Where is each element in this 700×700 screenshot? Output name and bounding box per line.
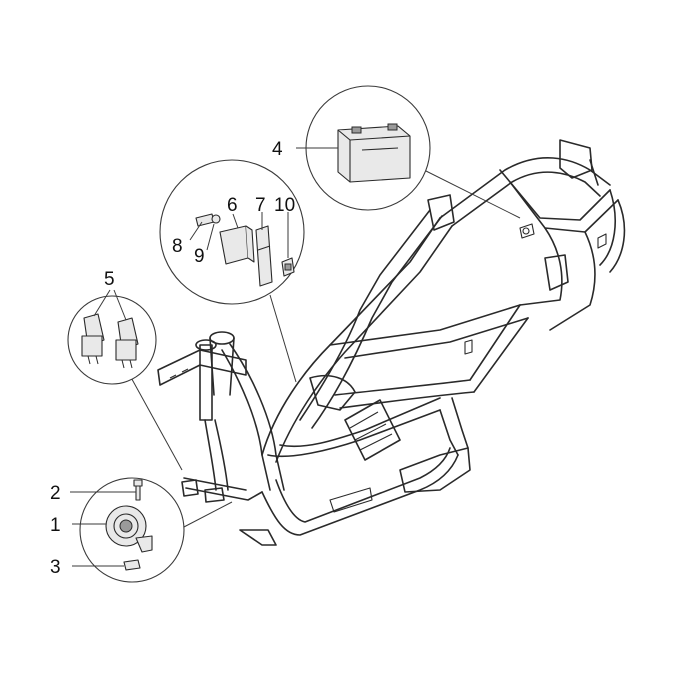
relay-parts (81, 313, 139, 369)
callout-9: 9 (194, 246, 205, 267)
bracket-parts (195, 213, 295, 287)
callout-4: 4 (272, 139, 283, 160)
callout-10: 10 (274, 195, 295, 216)
horn-parts (105, 479, 153, 571)
callout-2: 2 (50, 483, 61, 504)
horn-detail-bubble: 2 1 3 (50, 477, 233, 583)
callout-7: 7 (255, 195, 266, 216)
scooter-frame (157, 139, 626, 546)
callout-8: 8 (172, 236, 183, 257)
battery-part (337, 123, 411, 183)
relay-detail-bubble: 5 (67, 269, 183, 471)
battery-detail-bubble: 4 (272, 85, 521, 219)
bracket-detail-bubble: 6 7 10 8 9 (159, 159, 305, 383)
callout-3: 3 (50, 557, 61, 578)
callout-5: 5 (104, 269, 115, 290)
callout-1: 1 (50, 515, 61, 536)
callout-6: 6 (227, 195, 238, 216)
